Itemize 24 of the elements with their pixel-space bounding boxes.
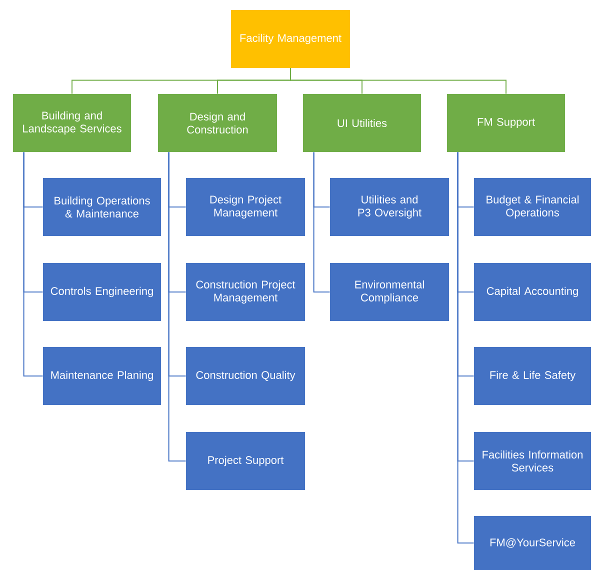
unit-box: Design Project Management	[186, 178, 305, 236]
unit-box: Maintenance Planing	[43, 347, 161, 405]
department-box: UI Utilities	[303, 94, 421, 152]
unit-box: Fire & Life Safety	[474, 347, 591, 405]
connector-line	[23, 152, 44, 376]
unit-box: Utilities and P3 Oversight	[330, 178, 449, 236]
unit-box: Controls Engineering	[43, 263, 161, 321]
connector-line	[168, 152, 186, 462]
unit-box: Project Support	[186, 432, 305, 490]
connector-line	[313, 152, 330, 292]
unit-box: Construction Project Management	[186, 263, 305, 321]
department-box: FM Support	[447, 94, 565, 152]
connector-line	[457, 152, 474, 544]
department-box: Building and Landscape Services	[13, 94, 131, 152]
root-box: Facility Management	[231, 10, 350, 68]
unit-box: Building Operations & Maintenance	[43, 178, 161, 236]
connector-line	[290, 68, 506, 94]
unit-box: Environmental Compliance	[330, 263, 449, 321]
unit-box: FM@YourService	[474, 516, 591, 570]
unit-box: Capital Accounting	[474, 263, 591, 321]
unit-box: Construction Quality	[186, 347, 305, 405]
unit-box: Facilities Information Services	[474, 432, 591, 490]
unit-box: Budget & Financial Operations	[474, 178, 591, 236]
department-box: Design and Construction	[158, 94, 277, 152]
